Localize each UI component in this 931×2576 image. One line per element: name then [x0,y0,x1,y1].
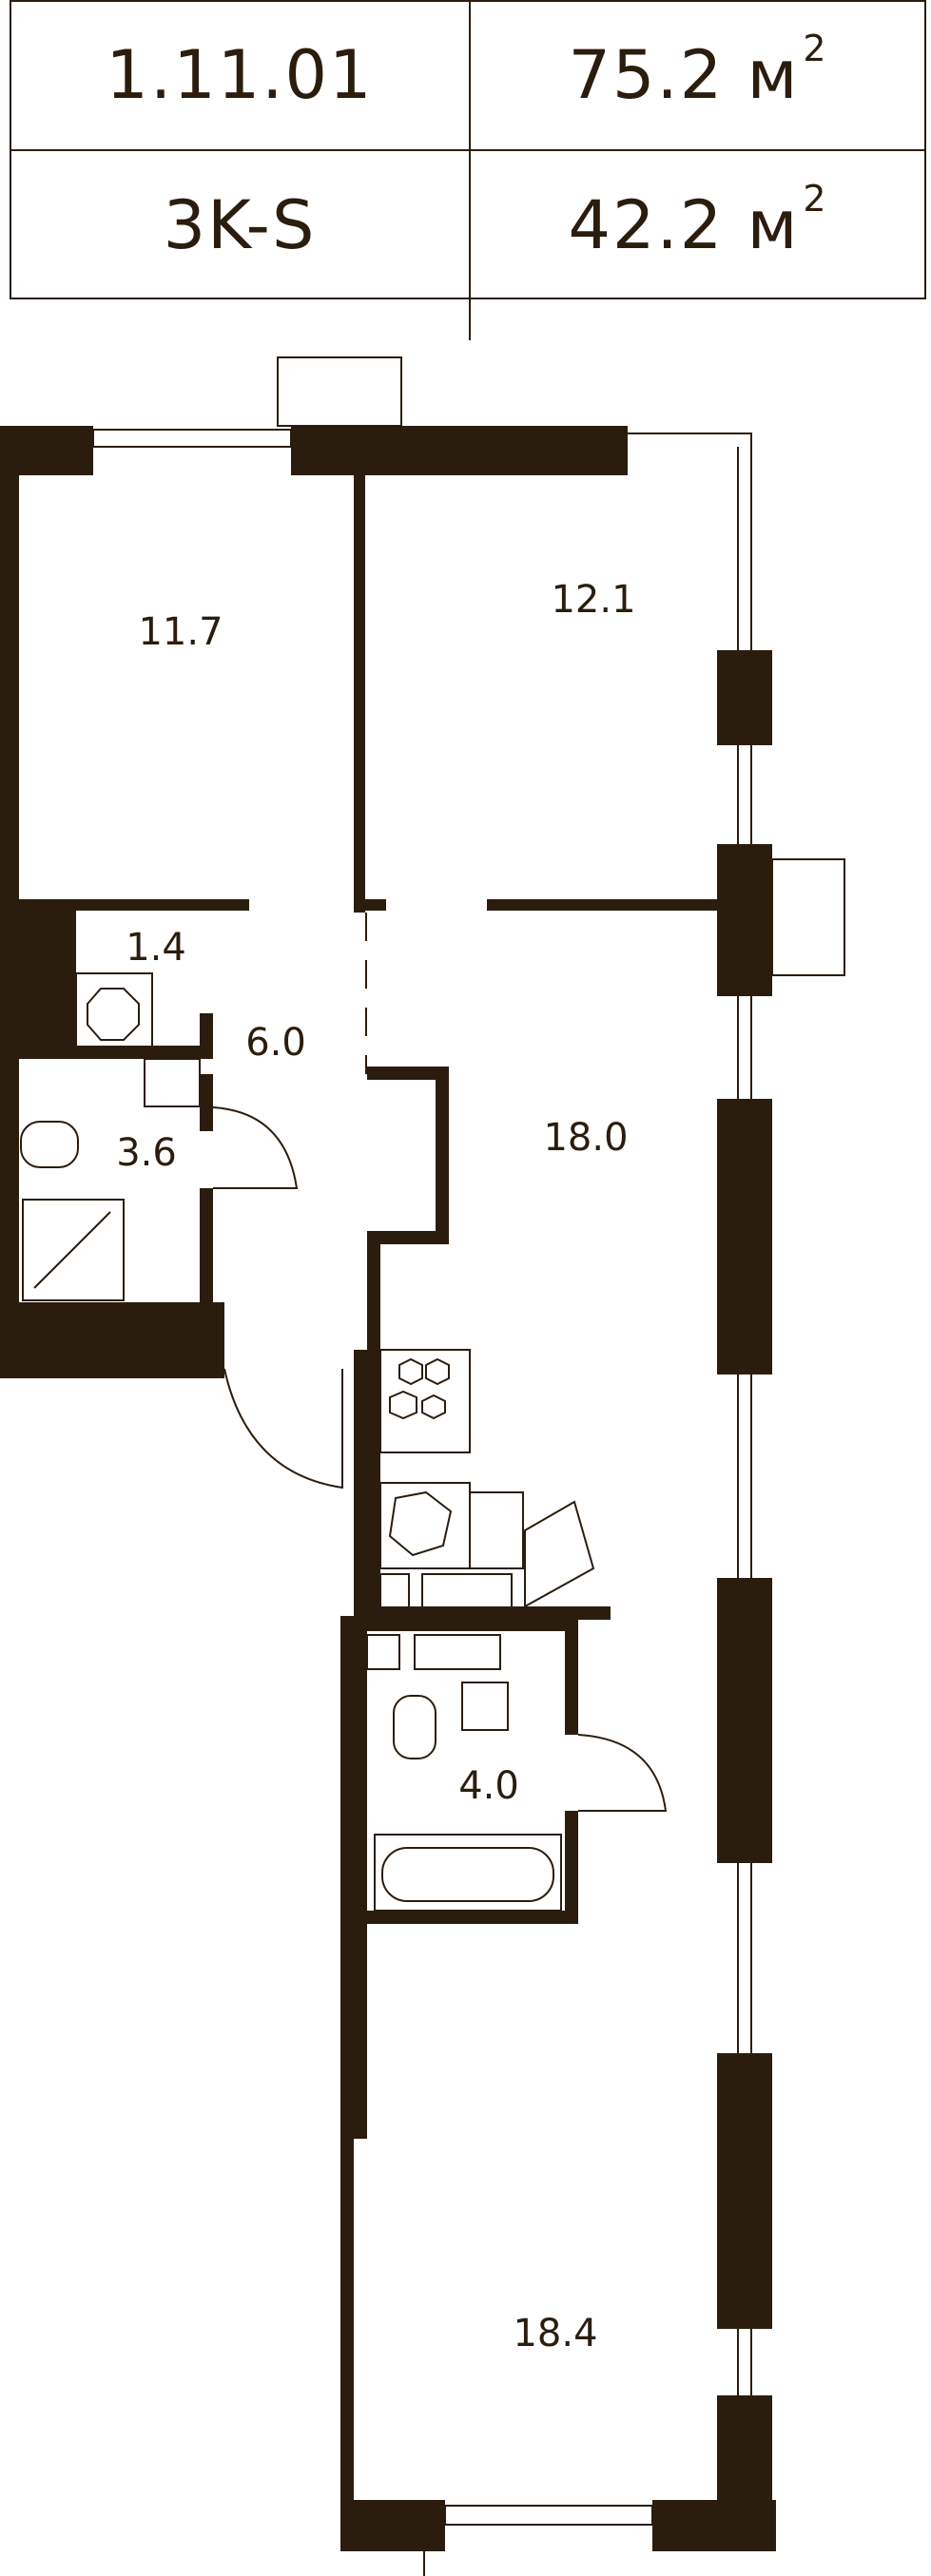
cabinet-3 [109,1320,184,1360]
wall-bath-large-bottom [367,1911,578,1924]
wall-right-seg-5 [717,2053,772,2329]
total-area-value: 75.2 [568,36,725,114]
door-entrance [223,1368,343,1490]
living-area-unit-sup: 2 [803,177,828,220]
door-bath-small [212,1106,299,1189]
wall-bath-large-left [340,1616,367,2139]
wall-bath-large-right-top [565,1616,578,1735]
room-area-bedroom-bottom: 18.4 [513,2312,597,2355]
room-area-bedroom-right: 12.1 [551,578,635,622]
apartment-type: 3K-S [10,150,470,299]
burner-3 [389,1390,417,1420]
kitchen-cabinet-b [421,1573,513,1609]
room-area-bathroom-small: 3.6 [116,1131,177,1175]
burner-1 [398,1357,423,1386]
exterior-right-line [628,433,752,2547]
room-area-laundry: 1.4 [126,926,186,970]
room-area-living-kitchen: 18.0 [543,1116,628,1160]
window-top-left [92,429,292,448]
info-table-grid [10,0,926,340]
wall-right-seg-1 [717,650,772,745]
wall-laundry-right [200,1013,213,1059]
total-area-unit: м [747,36,800,114]
wall-right-seg-6 [717,2395,772,2509]
burner-4 [421,1394,446,1420]
walls [0,426,776,2551]
wall-right-seg-2 [717,844,772,996]
door-bath-large [577,1734,668,1812]
wall-top-middle [291,426,628,475]
bath-cabinet-a [366,1634,400,1670]
toilet-small [20,1121,79,1168]
apartment-number-text: 1.11.01 [106,36,374,114]
wall-kitchen-top [367,1231,380,1355]
wall-right-seg-4 [717,1578,772,1863]
kitchen-counter [469,1491,524,1569]
sink-small [144,1058,201,1107]
toilet-large [393,1695,436,1759]
kitchen-cabinet-a [379,1573,410,1609]
room-area-hall: 6.0 [245,1021,306,1065]
wall-door-stub [354,899,386,911]
boiler [20,912,58,990]
kitchen-island [524,1500,595,1608]
cabinet-2 [64,1320,100,1360]
living-area-value: 42.2 [568,185,725,264]
room-area-bathroom-large: 4.0 [458,1764,519,1808]
bath-cabinet-b [414,1634,501,1670]
bathtub [374,1834,562,1912]
kitchen-sink [388,1490,453,1557]
wall-right-seg-3 [717,1099,772,1375]
wall-hall-notch-bottom [367,1231,449,1244]
wall-laundry-inner [63,951,74,1051]
wall-laundry-bottom [19,1046,209,1059]
wall-kitchen-column [354,1350,380,1616]
kitchen-sink-cabinet [379,1482,471,1569]
apartment-number: 1.11.01 [10,0,470,150]
total-area-unit-sup: 2 [803,28,828,69]
washing-machine-drum [87,988,140,1041]
window-bottom [444,2505,653,2526]
wall-bedroom-divider [354,475,365,913]
wall-bottom-left [340,2129,354,2509]
shower-tray [22,1199,125,1301]
bathtub-inner [381,1847,554,1902]
shower-drain-line [33,1211,111,1289]
wall-bath-large-right [565,1811,578,1920]
cooktop [379,1349,471,1453]
wall-left-outer [0,426,19,1376]
room-area-bedroom-left: 11.7 [138,610,223,654]
washing-machine [75,972,153,1050]
burner-2 [425,1357,450,1386]
wall-bedroom-right-bottom [487,899,725,911]
apartment-type-text: 3K-S [163,185,317,264]
wall-bedroom-left-bottom [19,899,249,911]
balcony-top [277,356,402,427]
living-area-unit: м [747,185,800,264]
wall-bath-large-top [340,1616,578,1631]
wall-bath-bottom-block [0,1302,224,1378]
balcony-right [771,858,845,976]
wall-bottom-left-corner [340,2500,445,2551]
sink-large [461,1682,509,1731]
outlines [20,356,845,2576]
cabinet-1 [20,1320,56,1360]
wall-bath-right-top [200,1074,213,1131]
wall-hall-notch-top [367,1067,447,1080]
wall-hall-notch-right [436,1067,449,1242]
